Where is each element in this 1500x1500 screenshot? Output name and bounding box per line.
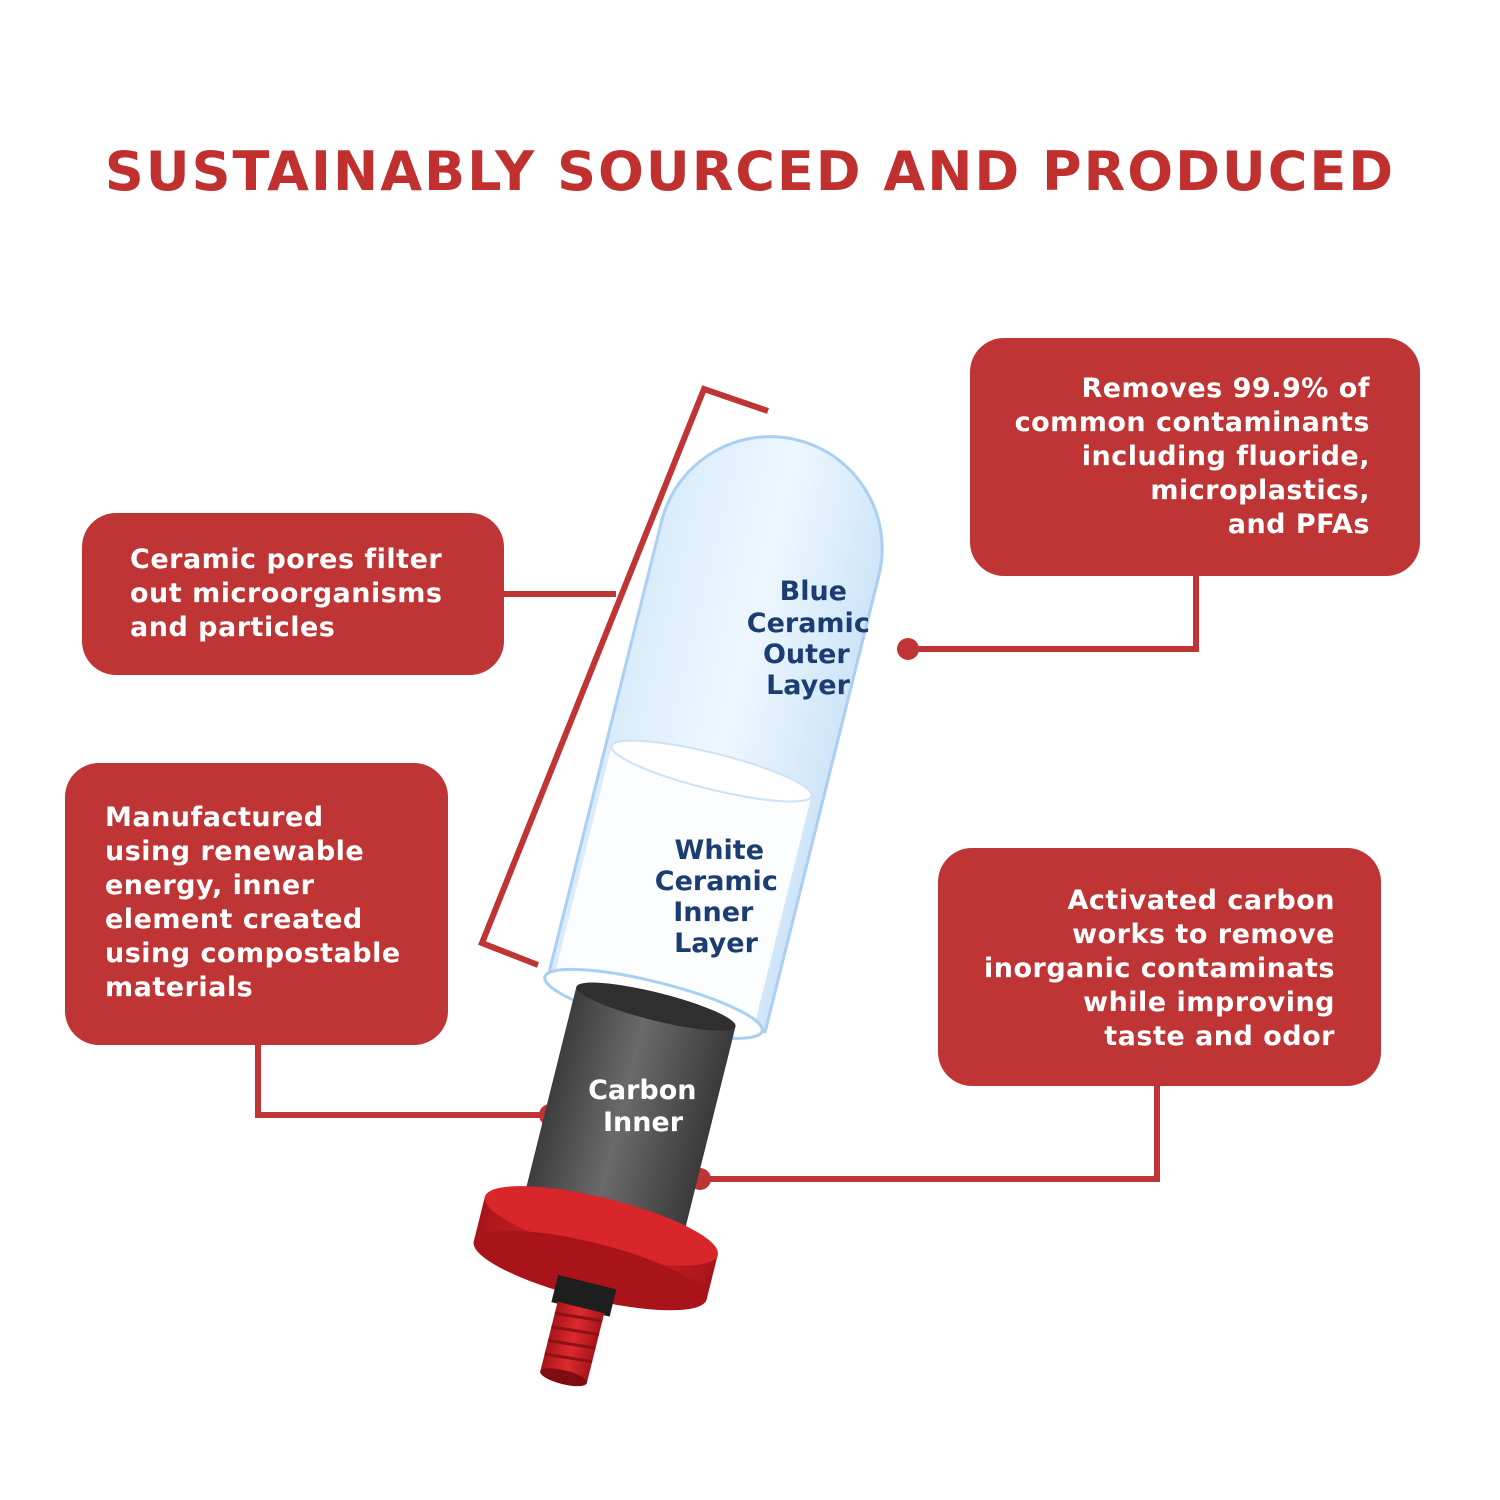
callout-line: Ceramic pores filter	[130, 544, 443, 575]
page-title: SUSTAINABLY SOURCED AND PRODUCED	[104, 140, 1396, 203]
callout-line: microplastics,	[1150, 475, 1370, 506]
white-label-line: Ceramic	[655, 866, 778, 897]
blue-label-line: Ceramic	[747, 608, 870, 639]
bracket-line	[478, 385, 769, 968]
callout-line: using renewable	[105, 836, 365, 867]
carbon-layer-label: Carbon Inner	[588, 1075, 706, 1138]
manufactured-callout: Manufactured using renewable energy, inn…	[65, 763, 448, 1045]
callout-line: and particles	[130, 612, 336, 643]
removes-connector	[908, 576, 1199, 652]
connector-lines	[255, 385, 1199, 1182]
callout-line: taste and odor	[1104, 1021, 1335, 1052]
callout-line: while improving	[1083, 987, 1335, 1018]
callout-line: Activated carbon	[1067, 885, 1335, 916]
filter-illustration	[473, 435, 884, 1387]
callout-line: and PFAs	[1227, 509, 1370, 540]
white-layer-label: White Ceramic Inner Layer	[655, 835, 787, 959]
callout-line: Removes 99.9% of	[1081, 373, 1370, 404]
white-label-line: Inner	[673, 897, 754, 928]
callout-line: using compostable	[105, 938, 401, 969]
layer-labels: Blue Ceramic Outer Layer White Ceramic I…	[588, 576, 879, 1138]
carbon-connector	[700, 1086, 1160, 1182]
callout-line: inorganic contaminats	[984, 953, 1335, 984]
callout-line: materials	[105, 972, 254, 1003]
ceramic-pores-callout: Ceramic pores filter out microorganisms …	[82, 513, 504, 675]
white-label-line: Layer	[674, 928, 759, 959]
callout-line: Manufactured	[105, 802, 324, 833]
blue-label-line: Outer	[763, 639, 850, 670]
blue-layer-label: Blue Ceramic Outer Layer	[747, 576, 879, 701]
threaded-nozzle	[540, 1301, 605, 1384]
callout-line: out microorganisms	[130, 578, 443, 609]
callout-line: including fluoride,	[1081, 441, 1370, 472]
blue-label-line: Blue	[780, 576, 847, 607]
carbon-label-line: Carbon	[588, 1075, 696, 1106]
contaminants-callout: Removes 99.9% of common contaminants inc…	[970, 338, 1420, 576]
callout-line: energy, inner	[105, 870, 315, 901]
callout-line: common contaminants	[1014, 407, 1370, 438]
white-ceramic-layer	[553, 746, 812, 1029]
callout-line: element created	[105, 904, 363, 935]
white-label-line: White	[675, 835, 764, 866]
callout-line: works to remove	[1072, 919, 1335, 950]
carbon-label-line: Inner	[603, 1107, 684, 1138]
manufactured-connector	[255, 1045, 550, 1118]
blue-label-line: Layer	[766, 670, 851, 701]
removes-dot	[897, 638, 919, 660]
activated-carbon-callout: Activated carbon works to remove inorgan…	[938, 848, 1381, 1086]
